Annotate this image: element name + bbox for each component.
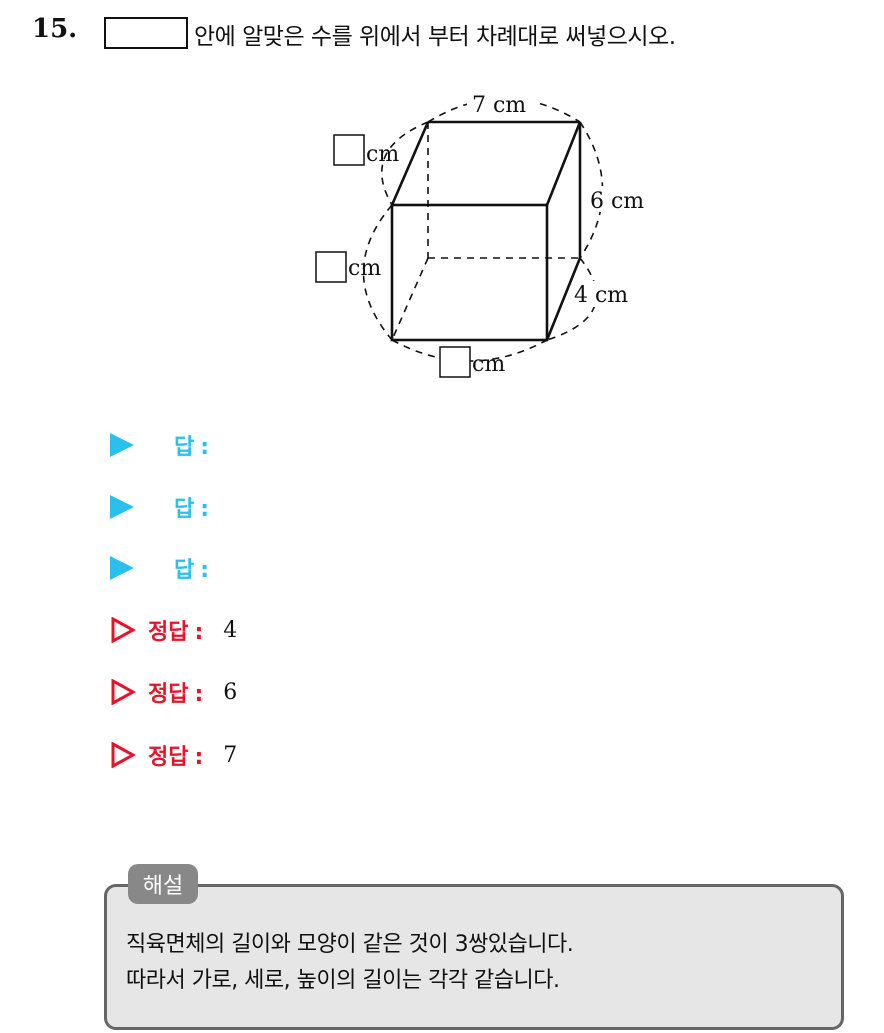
blank-box-1: [333, 134, 365, 166]
solution-row-2: 정답: 6: [110, 675, 237, 709]
blank-unit-3: cm: [472, 352, 505, 377]
answer-row-1[interactable]: 답:: [110, 428, 209, 462]
solution-value: 7: [223, 742, 238, 768]
arc-right: [579, 121, 604, 259]
cuboid-figure: 7 cm cm 6 cm cm 4 cm cm: [315, 92, 650, 378]
solution-label: 정답: [148, 620, 189, 645]
play-arrow-icon: [110, 495, 134, 519]
outline-arrow-icon: [111, 617, 136, 643]
label-top-length: 7 cm: [472, 93, 526, 118]
explanation-box: [104, 884, 844, 1030]
arc-top-left: [380, 121, 429, 206]
answer-label: 답: [174, 435, 195, 460]
solution-row-1: 정답: 4: [110, 613, 237, 647]
answer-row-2[interactable]: 답:: [110, 490, 209, 524]
question-number: 15.: [32, 14, 78, 44]
explanation-line-1: 직육면체의 길이와 모양이 같은 것이 3쌍있습니다.: [126, 932, 574, 957]
blank-box-3: [439, 346, 471, 378]
answer-label: 답: [174, 497, 195, 522]
solution-row-3: 정답: 7: [110, 738, 237, 772]
answer-label: 답: [174, 558, 195, 583]
solution-value: 4: [223, 617, 238, 643]
explanation-line-2: 따라서 가로, 세로, 높이의 길이는 각각 같습니다.: [126, 968, 560, 993]
outline-arrow-icon: [111, 742, 136, 768]
blank-box-2: [315, 251, 347, 283]
blank-unit-2: cm: [348, 256, 381, 281]
play-arrow-icon: [110, 556, 134, 580]
outline-arrow-icon: [111, 679, 136, 705]
question-text: 안에 알맞은 수를 위에서 부터 차례대로 써넣으시오.: [194, 24, 676, 50]
solution-label: 정답: [148, 682, 189, 707]
solution-value: 6: [223, 679, 238, 705]
play-arrow-icon: [110, 433, 134, 457]
solution-label: 정답: [148, 745, 189, 770]
label-right-height: 6 cm: [590, 189, 644, 214]
blank-unit-1: cm: [366, 142, 399, 167]
answer-blank-box: [104, 17, 188, 49]
explanation-tag: 해설: [128, 864, 198, 904]
hidden-edge-depth: [391, 257, 429, 341]
label-side-depth: 4 cm: [574, 283, 628, 308]
arc-left: [362, 204, 393, 341]
front-face: [390, 203, 549, 342]
answer-row-3[interactable]: 답:: [110, 551, 209, 585]
